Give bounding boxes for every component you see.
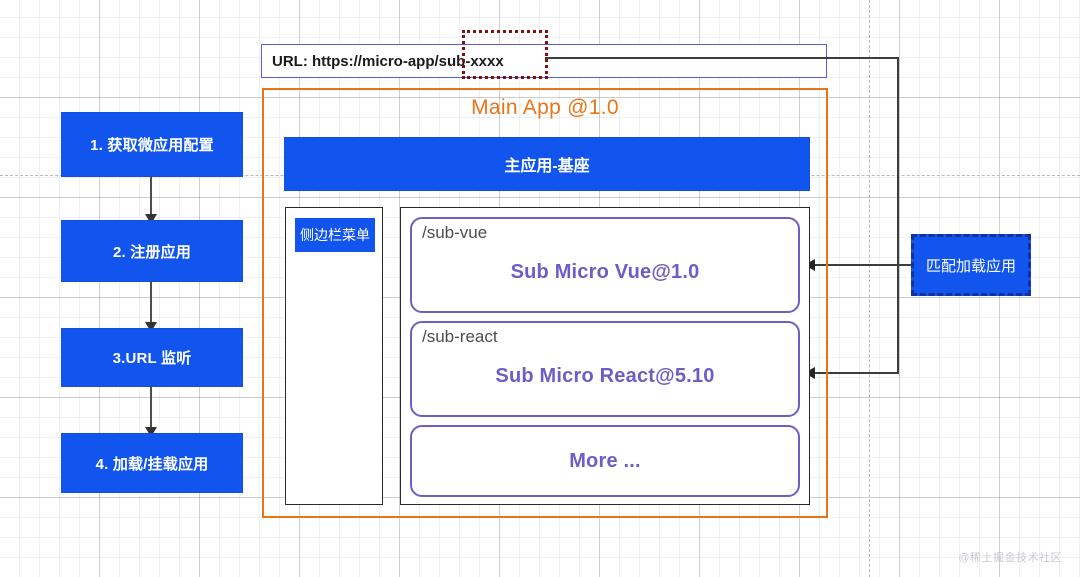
flow-arrow-2-to-3 xyxy=(145,281,157,332)
url-fragment-highlight xyxy=(462,30,548,79)
flow-step-3-label: 3.URL 监听 xyxy=(112,350,192,367)
main-app-title: Main App @1.0 xyxy=(471,96,619,119)
connector-url-to-rail xyxy=(545,57,899,59)
content-column: /sub-vue Sub Micro Vue@1.0 /sub-react Su… xyxy=(400,207,810,505)
main-app-container: Main App @1.0 主应用-基座 侧边栏菜单 /sub-vue Sub … xyxy=(262,88,828,518)
sub-app-vue-route: /sub-vue xyxy=(422,223,488,242)
sub-app-react-name: Sub Micro React@5.10 xyxy=(495,364,715,387)
match-load-app-label: 匹配加载应用 xyxy=(925,257,1016,275)
flow-step-4[interactable]: 4. 加载/挂载应用 xyxy=(61,433,243,493)
sub-app-more-name: More ... xyxy=(569,449,641,472)
sub-app-vue[interactable]: /sub-vue Sub Micro Vue@1.0 xyxy=(410,217,800,313)
sidebar-column: 侧边栏菜单 xyxy=(285,207,383,505)
sidebar-menu-label: 侧边栏菜单 xyxy=(300,227,370,243)
flow-step-3[interactable]: 3.URL 监听 xyxy=(61,328,243,387)
sub-app-react[interactable]: /sub-react Sub Micro React@5.10 xyxy=(410,321,800,417)
flow-step-4-label: 4. 加载/挂载应用 xyxy=(95,455,209,473)
sub-app-react-route: /sub-react xyxy=(422,327,498,346)
connector-vertical-rail xyxy=(897,57,899,373)
flow-step-2[interactable]: 2. 注册应用 xyxy=(61,220,243,282)
flow-arrow-1-to-2 xyxy=(145,176,157,224)
url-bar[interactable]: URL: https://micro-app/sub-xxxx xyxy=(261,44,827,78)
flow-step-1-label: 1. 获取微应用配置 xyxy=(90,137,214,154)
match-load-app-callout[interactable]: 匹配加载应用 xyxy=(911,234,1031,296)
base-app-label: 主应用-基座 xyxy=(504,158,590,175)
url-text: URL: https://micro-app/sub-xxxx xyxy=(272,52,504,70)
sub-app-vue-name: Sub Micro Vue@1.0 xyxy=(510,260,700,283)
base-app-box[interactable]: 主应用-基座 xyxy=(284,137,810,191)
connector-callout-tether xyxy=(897,264,913,266)
connector-rail-to-sub-vue xyxy=(812,264,899,266)
sub-app-more[interactable]: More ... xyxy=(410,425,800,497)
page-guide-vertical xyxy=(869,0,870,577)
connector-rail-to-sub-react xyxy=(812,372,899,374)
sidebar-menu-item[interactable]: 侧边栏菜单 xyxy=(295,218,375,252)
flow-step-1[interactable]: 1. 获取微应用配置 xyxy=(61,112,243,177)
watermark: @稀土掘金技术社区 xyxy=(958,552,1062,564)
flow-arrow-3-to-4 xyxy=(145,386,157,437)
flow-step-2-label: 2. 注册应用 xyxy=(112,243,192,261)
